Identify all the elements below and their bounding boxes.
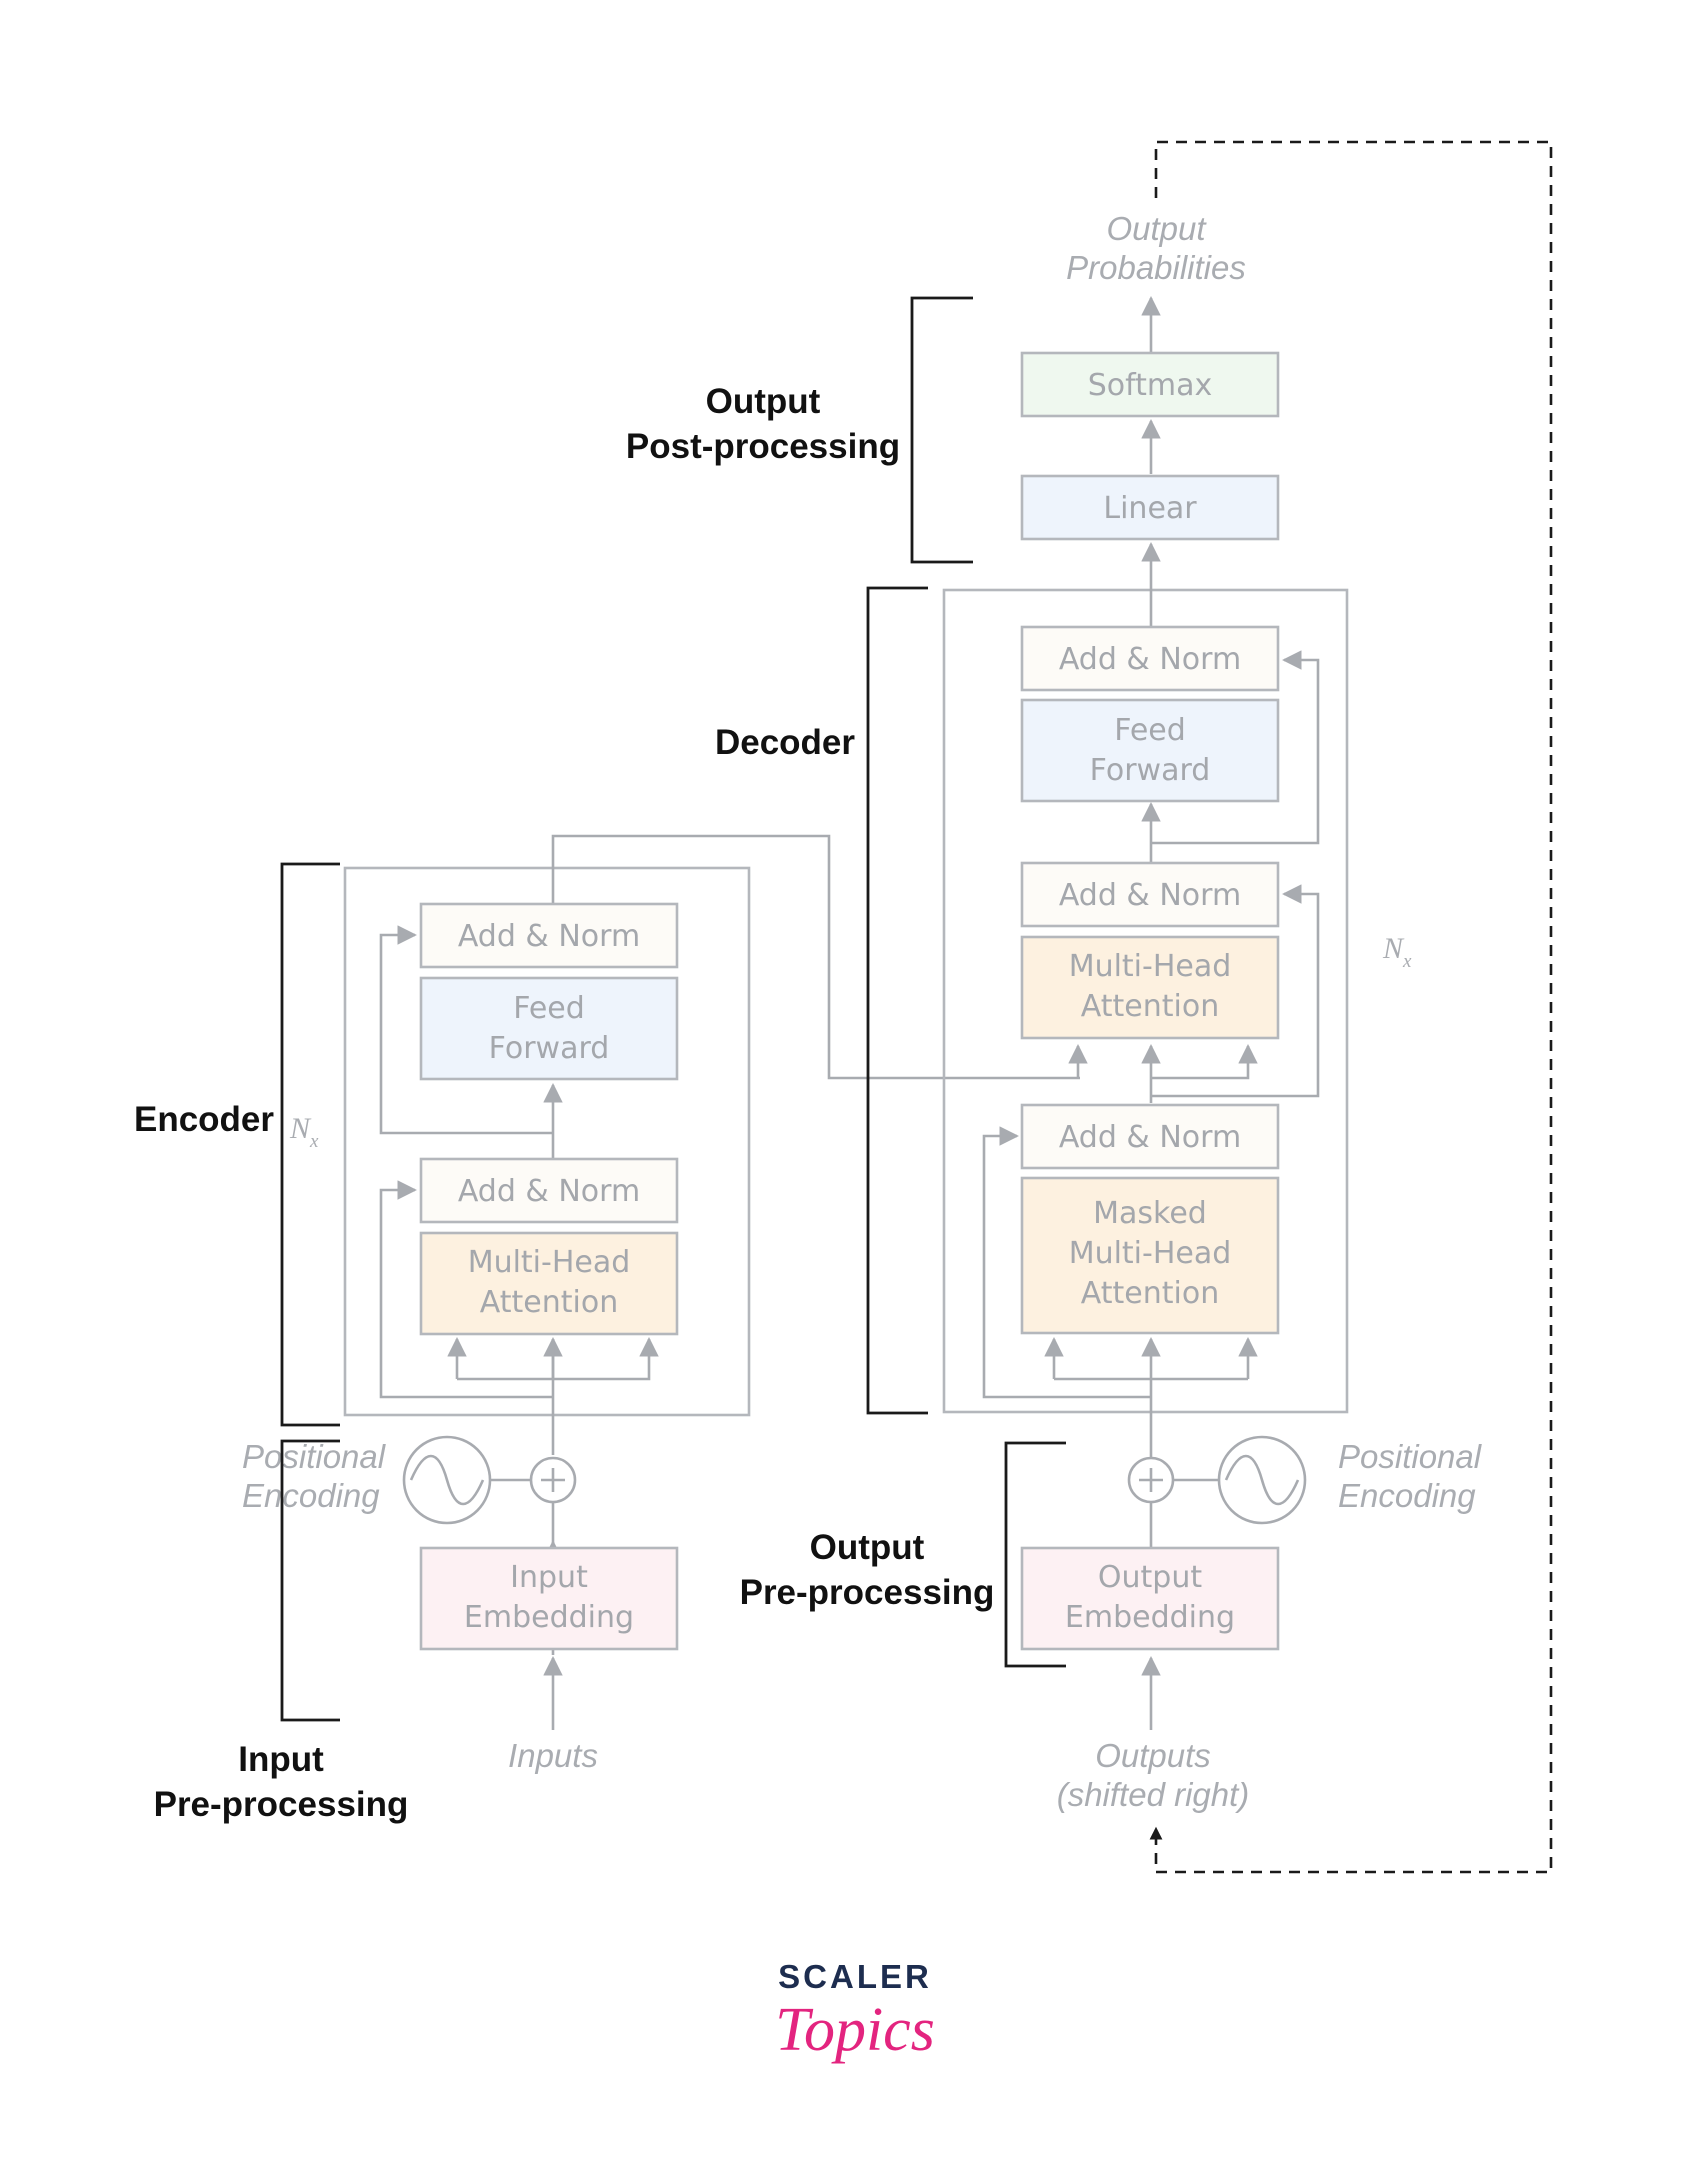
encoder-repeat-label: Nx: [289, 1112, 319, 1152]
feed-forward-label: Forward: [489, 1031, 610, 1066]
attention-label: Attention: [1081, 989, 1219, 1024]
sine-wave-icon: [1224, 1454, 1300, 1506]
sine-wave-icon: [409, 1454, 485, 1506]
input-embedding-label: Input: [510, 1560, 588, 1595]
softmax-box: [1020, 351, 1280, 418]
plus-icon: [541, 1468, 565, 1492]
outputs-label: Outputs: [1095, 1737, 1211, 1774]
masked-attention-label: Attention: [1081, 1276, 1219, 1311]
attention-label: Multi-Head: [1069, 949, 1232, 984]
input-embedding-box: [419, 1546, 679, 1651]
decoder-bracket: [866, 586, 928, 1415]
residual-wire: [1151, 650, 1320, 845]
input-pre-processing-label: Input: [238, 1740, 324, 1779]
masked-attention-label: Masked: [1093, 1196, 1207, 1231]
feed-forward-box: [1020, 698, 1280, 803]
add-norm-label: Add & Norm: [458, 1174, 640, 1209]
output-pre-processing-label: Pre-processing: [740, 1573, 995, 1612]
feed-forward-label: Forward: [1090, 753, 1211, 788]
attention-label: Multi-Head: [468, 1245, 631, 1280]
encoder-output-wire: [551, 834, 1080, 1080]
add-norm-box: [1020, 861, 1280, 928]
add-norm-label: Add & Norm: [1059, 878, 1241, 913]
inputs-label: Inputs: [508, 1737, 598, 1774]
output-pre-processing-label: Output: [810, 1528, 925, 1567]
linear-label: Linear: [1103, 491, 1197, 526]
masked-attention-label: Multi-Head: [1069, 1236, 1232, 1271]
attention-label: Attention: [480, 1285, 618, 1320]
output-head: Linear Softmax Output Probabilities: [1020, 210, 1280, 541]
output-pre-processing-bracket: [1004, 1441, 1066, 1668]
decoder-block: Add & Norm Feed Forward Add & Norm Multi…: [942, 296, 1483, 1813]
output-probabilities-label: Probabilities: [1066, 249, 1246, 286]
residual-wire: [379, 925, 553, 1135]
masked-attention-box: [1020, 1176, 1280, 1335]
output-post-processing-label: Post-processing: [626, 427, 900, 466]
residual-wire: [379, 1180, 553, 1399]
feedback-loop-arrow: [1149, 140, 1553, 1874]
multi-head-attention-box: [419, 1231, 679, 1336]
input-embedding-label: Embedding: [464, 1600, 634, 1635]
feed-forward-label: Feed: [1114, 713, 1186, 748]
wire: [1151, 1044, 1258, 1080]
multi-head-attention-box: [1020, 935, 1280, 1040]
add-norm-box: [1020, 625, 1280, 692]
output-embedding-label: Embedding: [1065, 1600, 1235, 1635]
positional-encoding-label: Encoding: [242, 1477, 380, 1514]
output-embedding-label: Output: [1098, 1560, 1202, 1595]
outputs-label: (shifted right): [1057, 1776, 1250, 1813]
positional-encoding-label: Encoding: [1338, 1477, 1476, 1514]
add-norm-label: Add & Norm: [1059, 1120, 1241, 1155]
encoder-frame: [343, 866, 751, 1417]
add-norm-label: Add & Norm: [1059, 642, 1241, 677]
softmax-label: Softmax: [1088, 368, 1213, 403]
scaler-topics-logo: SCALER Topics: [775, 1958, 935, 2064]
add-norm-box: [1020, 1103, 1280, 1170]
wire: [457, 1339, 555, 1381]
feed-forward-box: [419, 976, 679, 1081]
add-norm-label: Add & Norm: [458, 919, 640, 954]
decoder-frame: [942, 588, 1349, 1414]
feed-forward-label: Feed: [513, 991, 585, 1026]
residual-wire: [1151, 884, 1320, 1098]
logo-script: Topics: [775, 1996, 935, 2064]
input-pre-processing-bracket: [280, 1439, 340, 1722]
output-post-processing-label: Output: [706, 382, 821, 421]
residual-wire: [982, 1126, 1151, 1399]
output-embedding-box: [1020, 1546, 1280, 1651]
encoder-block: Add & Norm Feed Forward Add & Norm Multi…: [242, 834, 1080, 1774]
encoder-label: Encoder: [134, 1100, 274, 1139]
add-norm-box: [419, 1157, 679, 1224]
wire: [553, 1337, 659, 1381]
add-norm-box: [419, 902, 679, 969]
logo-wordmark: SCALER: [778, 1958, 932, 1995]
output-post-processing-bracket: [910, 296, 973, 564]
plus-icon: [1139, 1468, 1163, 1492]
encoder-bracket: [280, 862, 340, 1427]
linear-box: [1020, 474, 1280, 541]
input-pre-processing-label: Pre-processing: [154, 1785, 409, 1824]
decoder-label: Decoder: [715, 723, 855, 762]
positional-encoding-label: Positional: [1338, 1438, 1483, 1475]
positional-encoding-label: Positional: [242, 1438, 387, 1475]
decoder-repeat-label: Nx: [1382, 932, 1412, 972]
output-probabilities-label: Output: [1106, 210, 1207, 247]
